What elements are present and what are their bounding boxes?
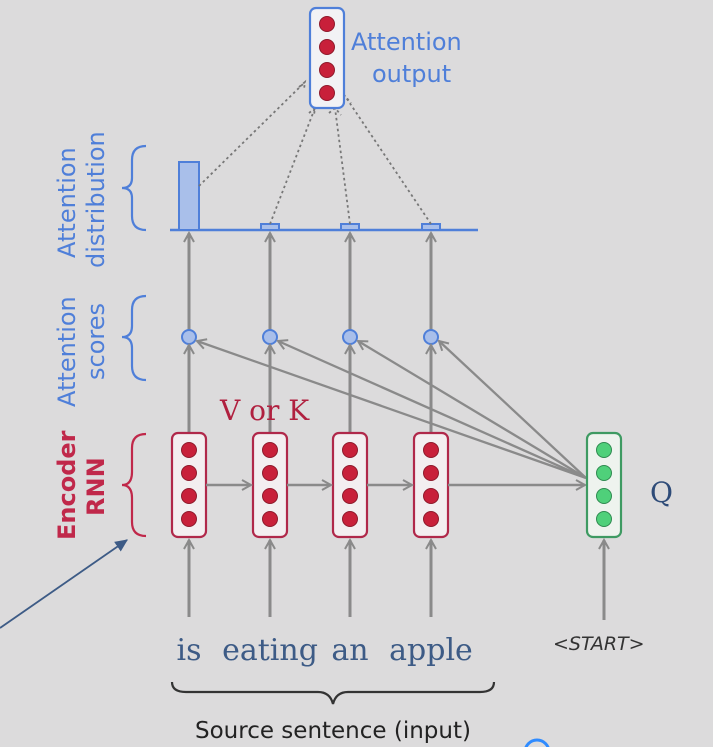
dotted-line <box>344 95 432 225</box>
encoder-columns <box>170 233 450 617</box>
attention-scores-brace <box>121 294 147 382</box>
encoder-rnn-brace <box>121 432 147 538</box>
attention-distribution-label-line2: distribution <box>82 131 110 268</box>
attention-score-node <box>423 329 439 345</box>
attention-output-label-line1: Attention <box>351 28 462 56</box>
attention-bar <box>178 161 200 231</box>
source-sentence-brace <box>170 681 496 705</box>
encoder-rnn-label-line2: RNN <box>82 457 110 516</box>
dotted-arrowhead <box>298 79 307 90</box>
source-sentence-caption: Source sentence (input) <box>195 718 471 744</box>
query-to-score-arrow <box>278 341 587 480</box>
query-to-score-arrow <box>197 341 587 480</box>
attention-scores-label-line2: scores <box>82 303 110 380</box>
encoder-rnn-label-line1: Encoder <box>53 430 81 540</box>
source-word: apple <box>389 633 473 668</box>
query-to-score-arrow <box>358 341 587 479</box>
encoder-cell <box>251 431 289 539</box>
attention-bar <box>421 223 441 231</box>
q-label: Q <box>650 476 673 509</box>
attention-distribution-bars <box>178 161 441 231</box>
attention-output-label: Attention output <box>351 28 462 88</box>
query-to-score-arrow <box>439 341 587 479</box>
vk-label: V or K <box>219 394 310 427</box>
query-vector <box>585 431 623 539</box>
source-word: an <box>331 633 368 668</box>
attention-distribution-label-line1: Attention <box>53 147 81 258</box>
attention-score-node <box>181 329 197 345</box>
attention-score-node <box>342 329 358 345</box>
attention-bar <box>260 223 280 231</box>
dotted-line <box>198 81 306 187</box>
attention-output-label-line2: output <box>372 60 451 88</box>
source-word: is <box>177 633 202 668</box>
source-word: eating <box>222 633 318 668</box>
encoder-cell <box>170 431 208 539</box>
dotted-line <box>269 107 316 225</box>
attention-scores-label-line1: Attention <box>53 296 81 407</box>
attention-output-vector <box>308 6 346 110</box>
attention-scores-label: Attention scores <box>53 296 110 407</box>
dotted-line <box>334 107 351 225</box>
attention-distribution-label: Attention distribution <box>53 131 110 268</box>
cursor-ring-icon <box>524 738 550 747</box>
encoder-rnn-label: Encoder RNN <box>53 430 110 540</box>
pointer-arrow <box>0 539 128 629</box>
query-to-score-arrows <box>197 341 587 480</box>
encoder-cell <box>331 431 369 539</box>
attention-score-node <box>262 329 278 345</box>
attention-bar <box>340 223 360 231</box>
encoder-cell <box>412 431 450 539</box>
start-token: <START> <box>553 633 645 655</box>
attention-distribution-brace <box>121 144 147 232</box>
